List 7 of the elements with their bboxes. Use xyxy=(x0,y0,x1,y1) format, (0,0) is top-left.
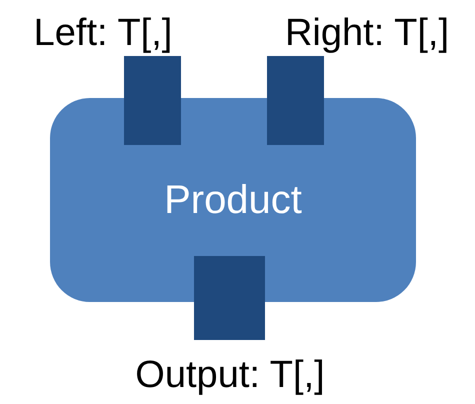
port-label: Left: T[,] xyxy=(34,14,172,52)
port-label: Output: T[,] xyxy=(135,356,325,394)
component-name: Product xyxy=(164,180,302,220)
output-port xyxy=(194,256,265,340)
input-port xyxy=(124,56,181,145)
input-port xyxy=(267,56,324,145)
port-label: Right: T[,] xyxy=(284,14,450,52)
